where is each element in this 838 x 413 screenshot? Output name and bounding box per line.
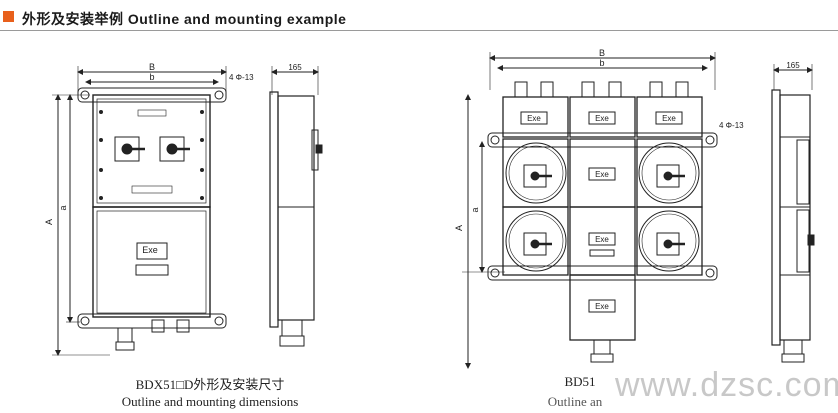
right-caption-zh: BD51 <box>564 374 596 389</box>
right-exe-label-6: Exe <box>595 302 609 311</box>
right-caption-en: Outline an <box>547 394 603 409</box>
left-exe-label: Exe <box>142 245 158 255</box>
left-hole-spec: 4 Φ-13 <box>229 73 254 82</box>
left-front-view: Exe B b A a 4 Φ-13 <box>44 62 254 356</box>
left-side-view: 165 <box>269 63 323 347</box>
section-title: 外形及安装举例 Outline and mounting example <box>22 11 347 27</box>
left-dim-B: B <box>149 62 155 72</box>
right-dim-B: B <box>599 48 605 58</box>
section-header: 外形及安装举例 Outline and mounting example <box>0 0 838 34</box>
right-exe-label-5: Exe <box>595 235 609 244</box>
left-dim-a: a <box>58 205 68 210</box>
left-dim-depth: 165 <box>288 63 302 72</box>
right-dim-b: b <box>599 58 604 68</box>
left-caption-zh: BDX51□D外形及安装尺寸 <box>135 377 285 392</box>
right-hole-spec: 4 Φ-13 <box>719 121 744 130</box>
right-exe-label-3: Exe <box>662 114 676 123</box>
header-square-icon <box>3 11 14 22</box>
right-exe-label-2: Exe <box>595 114 609 123</box>
left-dim-b: b <box>149 72 154 82</box>
watermark-text: www.dzsc.com <box>615 366 838 404</box>
left-caption-en: Outline and mounting dimensions <box>121 394 299 409</box>
header-divider <box>0 30 838 31</box>
right-dim-a: a <box>470 207 480 212</box>
right-dim-A: A <box>454 225 464 231</box>
right-side-view: 165 <box>771 61 815 363</box>
right-exe-label-1: Exe <box>527 114 541 123</box>
right-dim-depth: 165 <box>786 61 800 70</box>
left-dim-A: A <box>44 219 54 225</box>
right-front-view: B b A a 4 Φ-13 <box>454 48 744 369</box>
right-exe-label-4: Exe <box>595 170 609 179</box>
